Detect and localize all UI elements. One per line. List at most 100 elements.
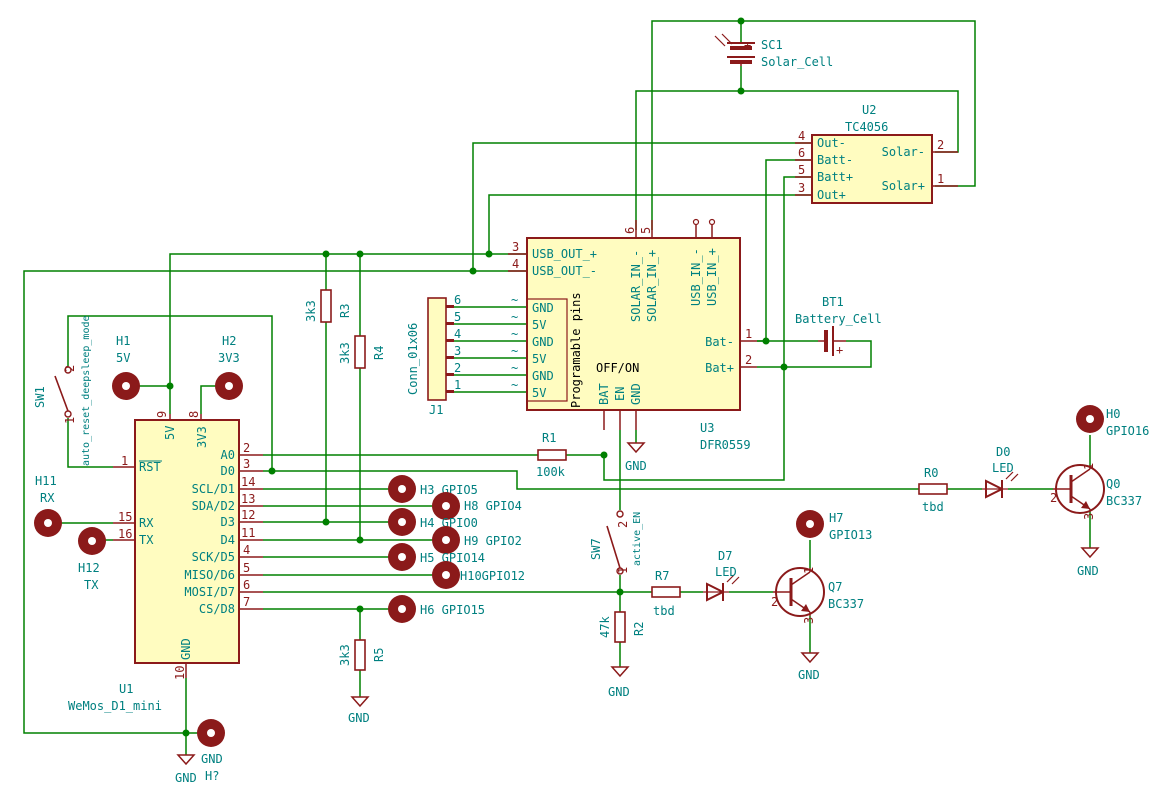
u1-num-d0: 3: [243, 457, 250, 471]
h1-pad: [112, 372, 140, 400]
u2-ref: U2: [862, 103, 876, 117]
d7-value: LED: [715, 565, 737, 579]
hq-value: GND: [201, 752, 223, 766]
u1-pin-d4: D4: [221, 533, 235, 547]
u1-pin-rx: RX: [139, 516, 154, 530]
hq-pad: [197, 719, 225, 747]
h1-ref: H1: [116, 334, 130, 348]
u2-num-solm: 2: [937, 138, 944, 152]
u1-num-3v3: 8: [187, 411, 201, 418]
q0-num-3: 3: [1082, 513, 1096, 520]
q0-num-2: 2: [1050, 491, 1057, 505]
sw1-num-2: 2: [63, 365, 77, 372]
r2-value: 47k: [598, 616, 612, 638]
d7-ref: D7: [718, 549, 732, 563]
u1-num-d3: 12: [241, 508, 255, 522]
r1-ref: R1: [542, 431, 556, 445]
q7-transistor: 1 2 3 Q7 BC337: [771, 567, 864, 624]
gnd-icon: [626, 442, 646, 454]
h6-pad: [388, 595, 416, 623]
u3-value: DFR0559: [700, 438, 751, 452]
d0-led: D0 LED: [982, 445, 1019, 499]
bt1-value: Battery_Cell: [795, 312, 882, 326]
u1-pin-gnd: GND: [179, 638, 193, 660]
svg-text:~: ~: [511, 327, 518, 341]
h0-ref: H0: [1106, 407, 1120, 421]
q7-num-2: 2: [771, 595, 778, 609]
u1-num-d6: 5: [243, 561, 250, 575]
q0-transistor: 1 2 3 Q0 BC337: [1050, 463, 1142, 520]
r2-body: [614, 611, 626, 643]
r5-value: 3k3: [338, 644, 352, 666]
h12-ref: H12: [78, 561, 100, 575]
r1-body: [537, 449, 567, 461]
sw1-num-1: 1: [63, 417, 77, 424]
u1-num-d5: 4: [243, 543, 250, 557]
j1-tilde-marks: ~~~ ~~~: [511, 293, 518, 392]
sc1-solar-cell: + SC1 Solar_Cell: [714, 33, 833, 69]
u1-pin-d3: D3: [221, 515, 235, 529]
r5-ref: R5: [372, 648, 386, 662]
j1-num-0: 6: [454, 293, 461, 307]
h3-label: H3 GPIO5: [420, 483, 478, 497]
test-pads: H1 5V H2 3V3 H3 GPIO5 H8 GPIO4 H4 GPIO0 …: [34, 334, 1149, 783]
u2-num-outm: 4: [798, 129, 805, 143]
u1-value: WeMos_D1_mini: [68, 699, 162, 713]
u2-pin-battp: Batt+: [817, 170, 853, 184]
h0-pad: [1076, 405, 1104, 433]
sw7-switch: 2 1 SW7 active_EN: [589, 510, 643, 575]
r3-body: [320, 289, 332, 323]
u3-offon-label: OFF/ON: [596, 361, 639, 375]
q7-num-3: 3: [802, 617, 816, 624]
u1-num-rx: 15: [118, 510, 132, 524]
u1-num-rst: 1: [121, 454, 128, 468]
u3-pin-solinm: SOLAR_IN_-: [629, 250, 643, 322]
gnd-icon: [610, 666, 630, 678]
gnd-icon: [800, 652, 820, 664]
h11-value: RX: [40, 491, 55, 505]
u1-num-5v: 9: [155, 411, 169, 418]
q7-ref: Q7: [828, 580, 842, 594]
q0-value: BC337: [1106, 494, 1142, 508]
r3-value: 3k3: [304, 300, 318, 322]
r7-ref: R7: [655, 569, 669, 583]
u1-pin-5v: 5V: [163, 426, 177, 440]
r4-body: [354, 335, 366, 369]
u1-num-d4: 11: [241, 526, 255, 540]
sw1-value: auto_reset_deepsleep_mode: [81, 315, 92, 466]
j1-num-2: 4: [454, 327, 461, 341]
u2-pin-solp: Solar+: [882, 179, 925, 193]
h5-pad: [388, 543, 416, 571]
u2-pin-battm: Batt-: [817, 153, 853, 167]
r5-body: [354, 639, 366, 671]
h2-ref: H2: [222, 334, 236, 348]
j1-title: Programable pins: [569, 292, 583, 408]
h12-pad: [78, 527, 106, 555]
h7-value: GPIO13: [829, 528, 872, 542]
r0-value: tbd: [922, 500, 944, 514]
u2-num-outp: 3: [798, 181, 805, 195]
svg-text:~: ~: [511, 344, 518, 358]
bt1-battery: + BT1 Battery_Cell: [795, 295, 882, 357]
u1-num-a0: 2: [243, 441, 250, 455]
h1-value: 5V: [116, 351, 130, 365]
h0-value: GPIO16: [1106, 424, 1149, 438]
u3-pin-en: EN: [613, 387, 627, 401]
q7-num-1: 1: [802, 567, 816, 574]
h6-label: H6 GPIO15: [420, 603, 485, 617]
gnd-label-r5: GND: [348, 711, 370, 725]
h10-label: H10GPIO12: [460, 569, 525, 583]
u1-num-d2: 13: [241, 492, 255, 506]
r4-ref: R4: [372, 346, 386, 360]
h8-pad: [432, 492, 460, 520]
sw7-value: active_EN: [632, 512, 643, 566]
j1-num-3: 3: [454, 344, 461, 358]
u3-num-usbm: 4: [512, 257, 519, 271]
d0-ref: D0: [996, 445, 1010, 459]
u3-num-solinp: 5: [639, 227, 653, 234]
d0-value: LED: [992, 461, 1014, 475]
u3-num-usbp: 3: [512, 240, 519, 254]
j1-label-4: GND: [532, 369, 554, 383]
j1-ref: J1: [429, 403, 443, 417]
